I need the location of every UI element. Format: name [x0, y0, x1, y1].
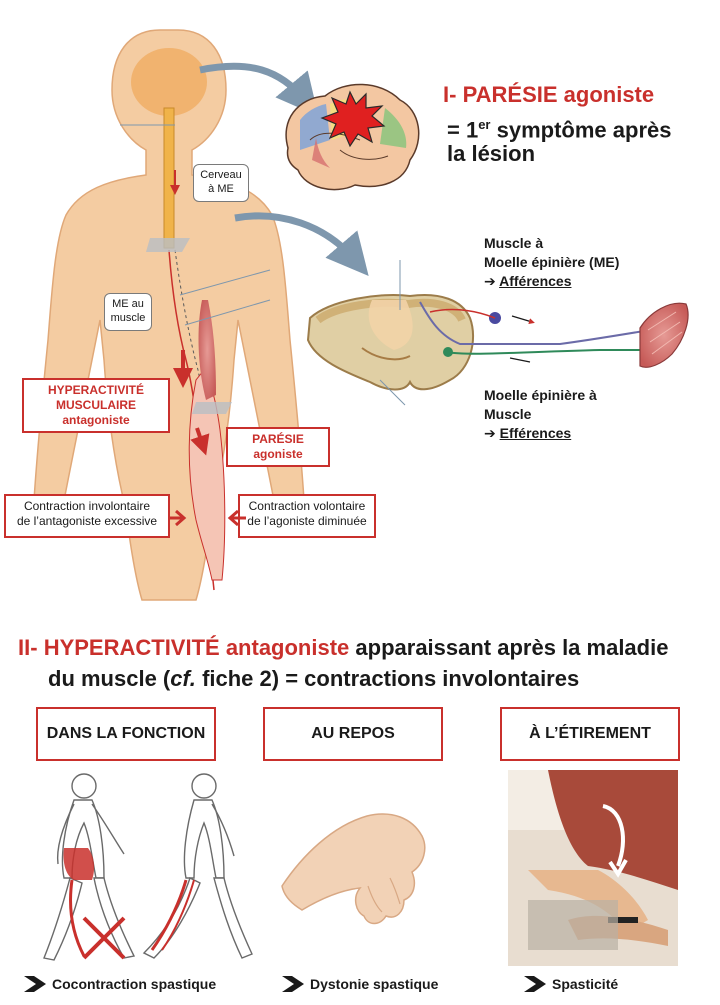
label-hyperactivite-line1: HYPERACTIVITÉ: [47, 383, 144, 397]
label-contraction-involontaire: Contraction involontaire de l’antagonist…: [4, 494, 170, 538]
arrow-to-spinal-section: [234, 212, 369, 276]
label-contraction-volontaire-line1: Contraction volontaire: [248, 499, 366, 513]
label-contraction-involontaire-line1: Contraction involontaire: [23, 499, 151, 513]
efferent-line2: Muscle: [484, 406, 532, 422]
caption-spasticite-text: Spasticité: [552, 976, 619, 992]
category-dans-la-fonction: DANS LA FONCTION: [36, 707, 216, 761]
caption-cocontraction-text: Cocontraction spastique: [52, 976, 217, 992]
label-hyperactivite: HYPERACTIVITÉ MUSCULAIRE antagoniste: [22, 378, 170, 433]
section2-title: II- HYPERACTIVITÉ antagoniste apparaissa…: [18, 633, 668, 662]
afferent-term: Afférences: [499, 273, 572, 289]
section2-title-rest: apparaissant après la maladie: [355, 635, 669, 660]
efferent-label: Moelle épinière à Muscle ➔ Efférences: [484, 386, 714, 443]
efferent-term: Efférences: [499, 425, 572, 441]
chevron-right-icon: [524, 976, 546, 992]
afferent-arrow-icon: ➔: [484, 273, 496, 289]
section1-line2-sup: er: [478, 117, 491, 132]
afferent-line3: ➔ Afférences: [484, 272, 714, 291]
section2-line2-italic: cf.: [170, 666, 196, 691]
afferent-line2: Moelle épinière (ME): [484, 254, 620, 270]
section1-line2-suffix: symptôme après: [496, 117, 672, 143]
caption-spasticite: Spasticité: [524, 973, 618, 995]
label-hyperactivite-line2: MUSCULAIRE: [56, 398, 136, 412]
efferent-arrow-icon: ➔: [484, 425, 496, 441]
lesion-star-icon: [320, 90, 386, 148]
leg-pointer-arrows: [170, 509, 246, 527]
section2-line2-b: fiche 2) = contractions involontaires: [202, 666, 580, 691]
section2-line2: du muscle (cf. fiche 2) = contractions i…: [48, 664, 579, 693]
label-contraction-volontaire: Contraction volontaire de l’agoniste dim…: [238, 494, 376, 538]
label-contraction-volontaire-line2: de l’agoniste diminuée: [247, 514, 367, 528]
section1-title-red: PARÉSIE: [462, 82, 558, 107]
efferent-line3: ➔ Efférences: [484, 424, 714, 443]
brain-illustration: [285, 83, 420, 191]
caption-dystonie: Dystonie spastique: [282, 973, 438, 995]
label-cerveau-me: Cerveau à ME: [193, 164, 249, 202]
spinal-cord-section: [306, 260, 651, 406]
afferent-label: Muscle à Moelle épinière (ME) ➔ Afférenc…: [484, 234, 714, 291]
muscle-illustration: [639, 302, 689, 368]
label-me-muscle: ME au muscle: [104, 293, 152, 331]
chevron-right-icon: [24, 976, 46, 992]
section1-number: I-: [443, 82, 457, 107]
category-au-repos: AU REPOS: [263, 707, 443, 761]
label-me-muscle-line1: ME au: [112, 298, 144, 310]
section1-line2: = 1er symptôme après: [447, 110, 671, 144]
arrow-to-brain: [199, 62, 319, 117]
caption-cocontraction: Cocontraction spastique: [24, 973, 216, 995]
label-me-muscle-line2: muscle: [110, 312, 146, 324]
label-paresie: PARÉSIE agoniste: [226, 427, 330, 467]
cross-icon: [82, 916, 126, 960]
caption-dystonie-text: Dystonie spastique: [310, 976, 439, 992]
category-etirement: À L’ÉTIREMENT: [500, 707, 680, 761]
section1-line2-prefix: = 1: [447, 117, 479, 143]
hand-dystonia-illustration: [281, 813, 426, 925]
label-paresie-line1: PARÉSIE: [252, 432, 304, 446]
label-contraction-involontaire-line2: de l’antagoniste excessive: [16, 514, 158, 528]
label-cerveau-me-line1: Cerveau: [200, 169, 242, 181]
chevron-right-icon: [282, 976, 304, 992]
label-hyperactivite-line3: antagoniste: [62, 413, 130, 427]
walking-figures-illustration: [43, 773, 253, 961]
section2-title-red: HYPERACTIVITÉ antagoniste: [43, 635, 350, 660]
afferent-line1: Muscle à: [484, 235, 544, 251]
section2-line2-a: du muscle (: [48, 666, 171, 691]
efferent-line1: Moelle épinière à: [484, 387, 597, 403]
anatomy-illustration: [32, 29, 689, 601]
section1-line3: la lésion: [447, 141, 536, 166]
section1-title: I- PARÉSIE agoniste: [443, 80, 654, 109]
section1-title-rest: agoniste: [563, 82, 655, 107]
section2-number: II-: [18, 635, 38, 660]
stretching-photo-illustration: [508, 770, 678, 966]
human-body: [32, 29, 306, 601]
label-cerveau-me-line2: à ME: [208, 183, 234, 195]
label-paresie-line2: agoniste: [253, 447, 303, 461]
